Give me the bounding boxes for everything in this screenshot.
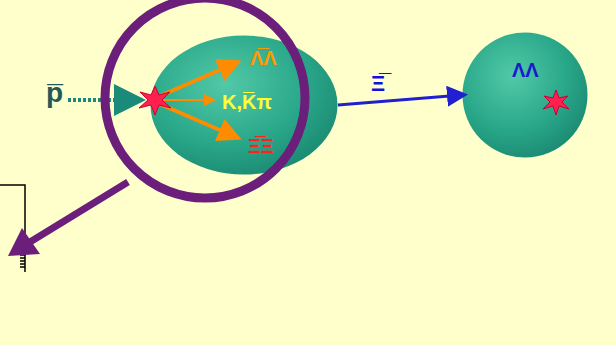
zoom-arrow (8, 182, 128, 256)
particle-label: Λ̅Λ (250, 46, 277, 70)
track-label: Ξ̅ (371, 71, 385, 97)
particle-label: K,K̅π (222, 90, 272, 114)
particle-track (338, 95, 462, 105)
reaction-region: ΛΛ (462, 32, 588, 158)
region-shape (462, 32, 588, 158)
panel-edge (0, 185, 25, 272)
beam-particle-label: p̅ (46, 76, 63, 110)
particle-label: Ξ̅Ξ (248, 134, 274, 158)
particle-label: ΛΛ (512, 58, 539, 82)
reaction-region: Λ̅Λ K,K̅πΞ̅Ξ (150, 35, 338, 175)
